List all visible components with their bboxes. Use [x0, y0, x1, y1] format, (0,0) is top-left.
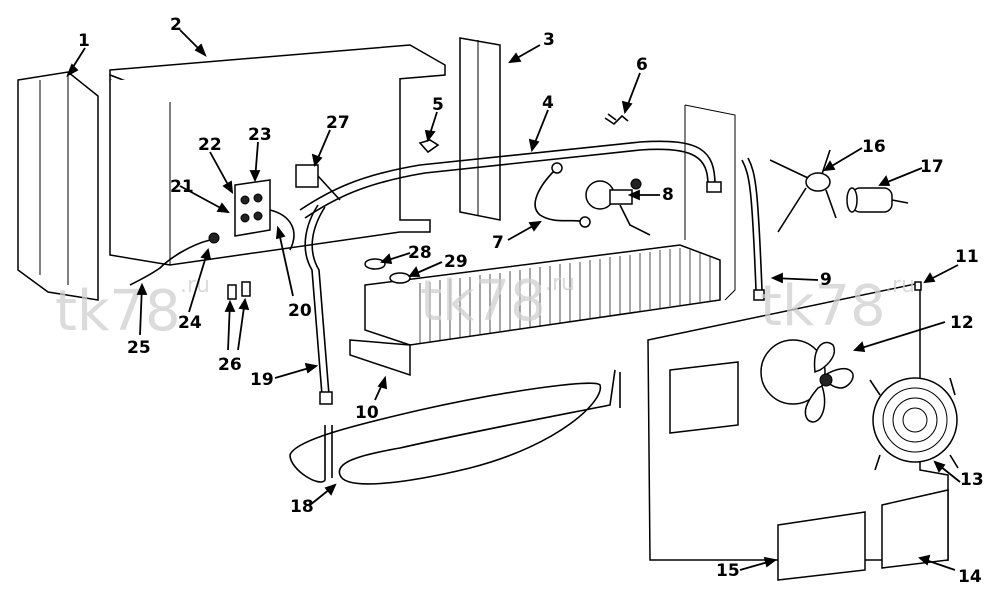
- expansion-valve: [585, 178, 651, 236]
- callout-29: 29: [444, 252, 468, 272]
- callout-25: 25: [127, 338, 151, 358]
- bolt-28: [364, 258, 386, 270]
- terminal-block: [234, 179, 271, 237]
- callout-17: 17: [920, 157, 944, 177]
- fan-blade: [760, 339, 854, 423]
- fan-guard: [869, 377, 959, 471]
- svg-text:tk78: tk78: [55, 279, 181, 344]
- capillary-tube: [534, 162, 591, 228]
- callout-23: 23: [248, 125, 272, 145]
- thermostat-27: [295, 164, 341, 201]
- svg-text:tk78: tk78: [760, 274, 886, 339]
- callout-3: 3: [543, 30, 555, 50]
- drain-hose: [289, 369, 621, 485]
- clip-5: [418, 139, 440, 154]
- fan-motor: [846, 187, 909, 213]
- callout-8: 8: [662, 185, 674, 205]
- motor-bracket: [769, 149, 837, 233]
- clips-26: [227, 281, 251, 300]
- callout-9: 9: [820, 270, 832, 290]
- leader-lines: [66, 29, 961, 571]
- svg-text:.ru: .ru: [545, 271, 575, 296]
- wiring-harness: [129, 209, 295, 286]
- callout-1: 1: [78, 31, 90, 51]
- callout-24: 24: [178, 313, 202, 333]
- callout-7: 7: [492, 233, 504, 253]
- callout-labels: 1 2 3 4 5 6 7 8 9 10 11 12 13 14 15 16 1…: [78, 15, 984, 587]
- callout-6: 6: [636, 55, 648, 75]
- callout-26: 26: [218, 355, 242, 375]
- coil-fins: [419, 248, 711, 343]
- filter-panel-15: [777, 511, 866, 581]
- svg-text:tk78: tk78: [420, 269, 546, 334]
- bent-tube-9: [741, 157, 765, 301]
- end-panel-right: [459, 37, 501, 221]
- clip-6: [604, 113, 629, 126]
- callout-2: 2: [170, 15, 182, 35]
- callout-27: 27: [326, 113, 350, 133]
- bolt-29: [389, 272, 411, 284]
- callout-5: 5: [432, 95, 444, 115]
- drain-tube-19: [304, 204, 333, 405]
- callout-20: 20: [288, 301, 312, 321]
- callout-11: 11: [955, 247, 979, 267]
- svg-text:.ru: .ru: [885, 273, 915, 298]
- evaporator-coil: [349, 244, 721, 377]
- callout-28: 28: [408, 243, 432, 263]
- callout-12: 12: [950, 313, 974, 333]
- front-panel: [647, 281, 949, 561]
- housing-top: [109, 44, 446, 266]
- callout-21: 21: [170, 177, 194, 197]
- filter-panel-14: [881, 489, 949, 569]
- callout-18: 18: [290, 497, 314, 517]
- callout-16: 16: [862, 137, 886, 157]
- callout-15: 15: [716, 561, 740, 581]
- callout-14: 14: [958, 567, 982, 587]
- watermark: tk78 .ru tk78 .ru tk78 .ru: [55, 269, 915, 344]
- end-panel-left: [17, 71, 99, 301]
- callout-22: 22: [198, 135, 222, 155]
- callout-4: 4: [542, 93, 554, 113]
- tube-assembly: [299, 140, 722, 219]
- callout-10: 10: [355, 403, 379, 423]
- callout-13: 13: [960, 470, 984, 490]
- rear-mounting-plate: [684, 104, 736, 301]
- callout-19: 19: [250, 370, 274, 390]
